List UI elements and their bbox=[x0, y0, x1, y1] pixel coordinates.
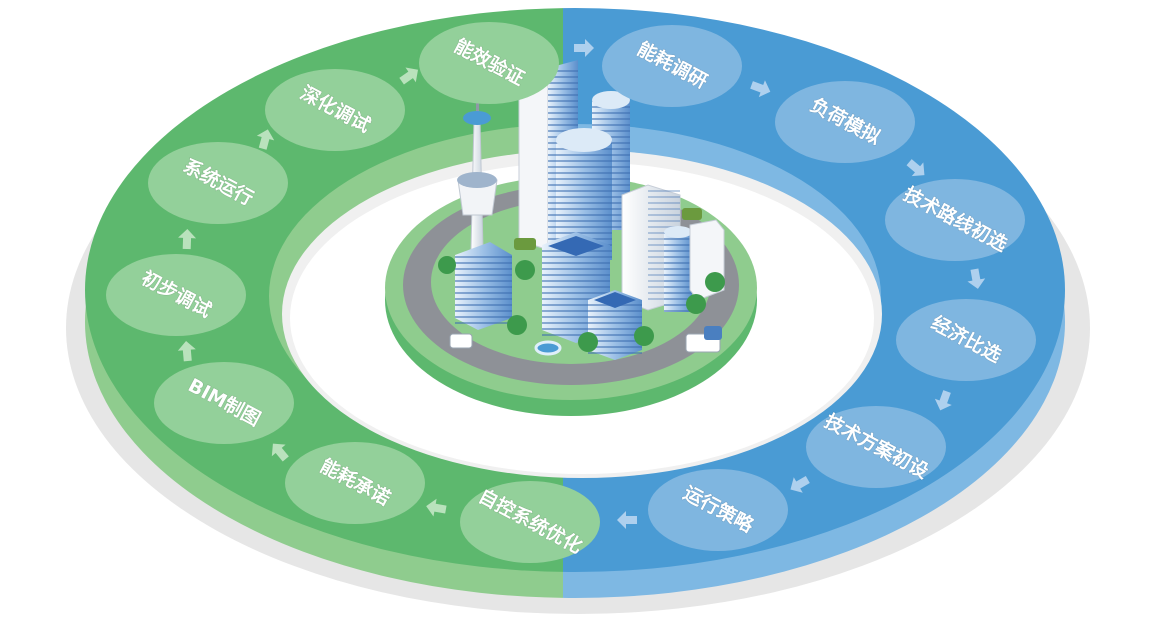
stage-node-operation-strategy: 运行策略 bbox=[648, 469, 788, 551]
stage-bubble bbox=[602, 25, 742, 107]
stage-bubble bbox=[806, 406, 946, 488]
stage-node-system-run: 系统运行 bbox=[148, 142, 288, 224]
stage-node-deep-debug: 深化调试 bbox=[265, 69, 405, 151]
stage-node-scheme-design: 技术方案初设 bbox=[806, 406, 946, 488]
flow-arrow-icon bbox=[967, 268, 986, 289]
stage-node-energy-verify: 能效验证 bbox=[419, 22, 559, 104]
stage-node-control-optimize: 自控系统优化 bbox=[460, 481, 600, 563]
stage-node-route-selection: 技术路线初选 bbox=[885, 179, 1025, 261]
stage-bubble bbox=[775, 81, 915, 163]
stage-node-initial-debug: 初步调试 bbox=[106, 254, 246, 336]
flow-arrow-icon bbox=[617, 511, 637, 529]
flow-arrow-icon bbox=[906, 159, 925, 177]
stage-bubble bbox=[265, 69, 405, 151]
flow-arrow-icon bbox=[256, 129, 275, 150]
flow-arrow-icon bbox=[790, 476, 810, 493]
flow-arrow-icon bbox=[177, 341, 196, 362]
stage-node-load-simulation: 负荷模拟 bbox=[775, 81, 915, 163]
stage-node-economic-compare: 经济比选 bbox=[896, 299, 1036, 381]
flow-arrow-icon bbox=[426, 498, 447, 517]
stage-node-bim-drawing: BIM制图 bbox=[154, 362, 294, 444]
flow-arrow-icon bbox=[934, 390, 952, 411]
stage-bubble bbox=[648, 469, 788, 551]
stage-bubble bbox=[896, 299, 1036, 381]
flow-arrow-icon bbox=[399, 67, 419, 85]
stage-bubble bbox=[285, 442, 425, 524]
flow-arrow-icon bbox=[271, 443, 289, 462]
flow-arrow-icon bbox=[574, 39, 594, 57]
stage-bubble bbox=[148, 142, 288, 224]
stage-bubble bbox=[419, 22, 559, 104]
flow-arrows bbox=[177, 39, 986, 529]
stage-bubble bbox=[154, 362, 294, 444]
smart-city-icon bbox=[385, 36, 757, 416]
stage-node-energy-commit: 能耗承诺 bbox=[285, 442, 425, 524]
flow-arrow-icon bbox=[750, 80, 771, 98]
stage-node-energy-survey: 能耗调研 bbox=[602, 25, 742, 107]
stage-bubble bbox=[885, 179, 1025, 261]
flow-arrow-icon bbox=[178, 229, 197, 250]
stage-bubble bbox=[460, 481, 600, 563]
stage-bubble bbox=[106, 254, 246, 336]
